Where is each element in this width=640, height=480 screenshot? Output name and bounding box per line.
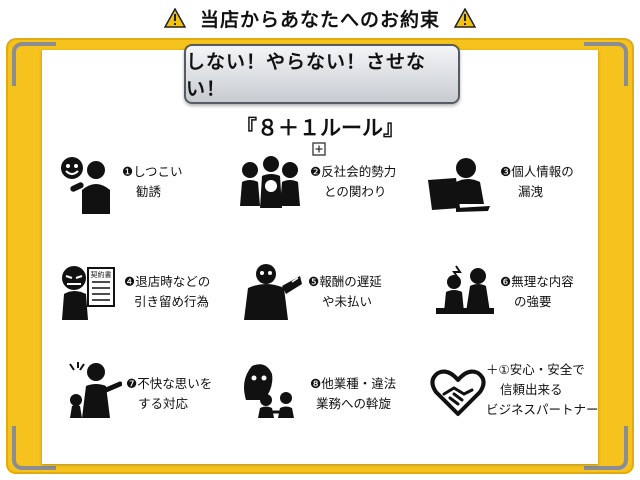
rude-staff-icon [69,362,122,418]
board-corner [12,42,56,86]
rule-text: ❺報酬の遅延 や未払い [308,272,382,312]
rule-label: の強要 [514,294,552,309]
data-leak-icon [428,158,490,212]
page-header: 当店からあなたへのお約束 [0,0,640,36]
contract-holdback-icon: 契約書 [62,266,115,320]
rule-label: 業務への斡旋 [316,396,392,411]
rule-text: ❶しつこい 勧誘 [122,162,182,202]
plus-box-icon [312,142,326,156]
rule-label: 引き留め行為 [134,294,210,309]
rule-label: ❶しつこい [122,164,183,179]
rule-label: ❺報酬の遅延 [308,274,382,289]
rule-text: ❷反社会的勢力 との関わり [310,162,396,202]
board-corner [12,426,56,470]
contract-label: 契約書 [91,270,112,279]
motto-text: しない！やらない！させない！ [186,51,427,100]
clipboard-board: 『８＋１ルール』 ❶しつこい 勧誘 ❷反社会的勢力 との関わり [6,38,634,474]
warning-icon [454,8,476,28]
rule-label: ❼不快な思いを [126,376,213,391]
rule-label: する対応 [138,396,189,411]
clipboard-clip: しない！やらない！させない！ [184,44,460,104]
rule-label: ❹退店時などの [124,274,211,289]
rule-label: との関わり [324,184,387,199]
board-corner [584,426,628,470]
heart-handshake-icon [430,369,486,416]
rule-label: ❻無理な内容 [500,274,574,289]
page-title: 当店からあなたへのお約束 [199,8,440,31]
rule-text: ＋①安心・安全で 信頼出来る ビジネスパートナー [486,360,599,420]
rule-label: ❽他業種・違法 [310,376,397,391]
rule-label: 漏洩 [518,184,544,199]
rule-label: ビジネスパートナー [486,402,599,417]
rule-text: ❸個人情報の 漏洩 [500,162,574,202]
rule-label: ❸個人情報の [500,164,574,179]
paper-sheet: 『８＋１ルール』 ❶しつこい 勧誘 ❷反社会的勢力 との関わり [42,50,599,464]
board-corner [584,42,628,86]
rule-label: 信頼出来る [500,382,563,397]
rule-text: ❻無理な内容 の強要 [500,272,574,312]
rule-text: ❽他業種・違法 業務への斡旋 [310,374,396,414]
rule-label: 勧誘 [136,184,162,199]
coercion-icon [436,265,494,314]
rule-text: ❼不快な思いを する対応 [126,374,212,414]
rule-label: ＋①安心・安全で [486,362,585,377]
rule-label: ❷反社会的勢力 [310,164,397,179]
rule-label: や未払い [322,294,373,309]
warning-icon [163,8,186,28]
money-grabber-icon [244,264,302,320]
rule-title: 『８＋１ルール』 [236,116,404,140]
gang-group-icon [240,156,300,208]
rule-text: ❹退店時などの 引き留め行為 [124,272,210,312]
pushy-salesman-icon [61,157,110,214]
illegal-referral-icon [244,364,294,418]
